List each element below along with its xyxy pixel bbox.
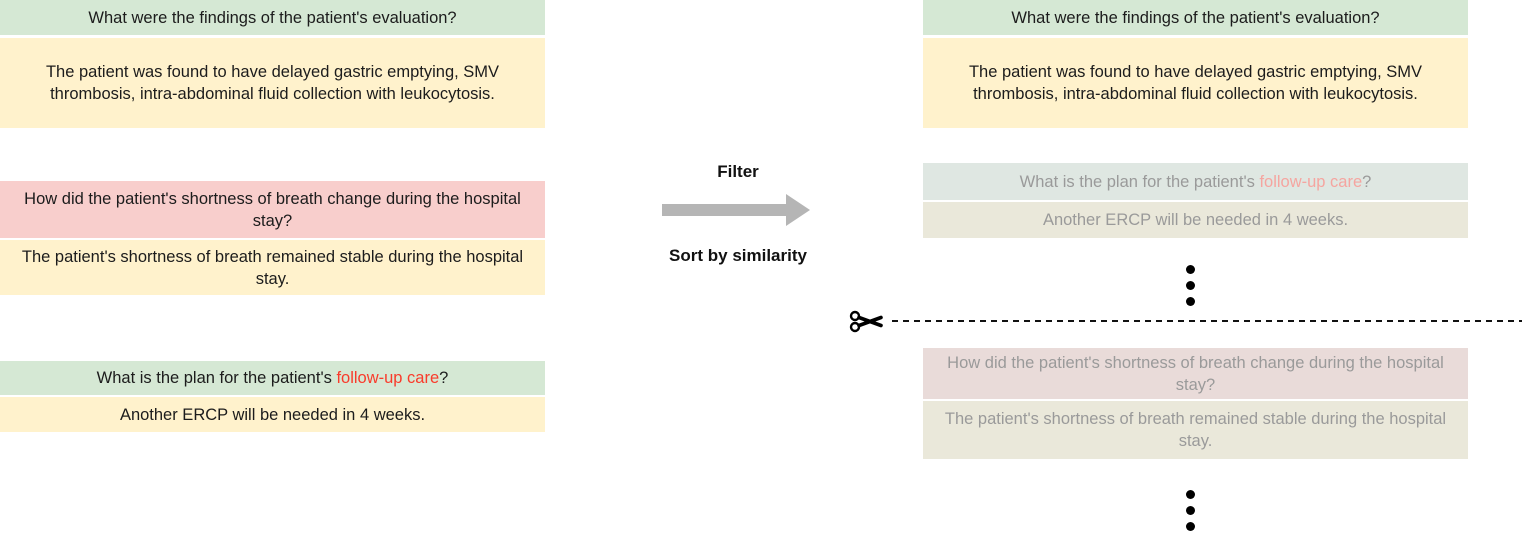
question-box-breath-faded: How did the patient's shortness of breat… [923, 348, 1468, 399]
question-text: What is the plan for the patient's follo… [97, 367, 449, 389]
question-text: What were the findings of the patient's … [1011, 8, 1380, 27]
answer-box-followup: Another ERCP will be needed in 4 weeks. [0, 397, 545, 432]
vertical-ellipsis-icon [1186, 265, 1195, 306]
question-text: What were the findings of the patient's … [88, 8, 457, 27]
sort-by-similarity-label: Sort by similarity [669, 246, 807, 265]
cut-dashed-line [892, 320, 1522, 322]
question-suffix: ? [1362, 172, 1372, 191]
question-prefix: What is the plan for the patient's [1019, 172, 1260, 191]
answer-text: The patient's shortness of breath remain… [21, 247, 524, 288]
right-arrow-icon [662, 204, 788, 216]
answer-text: The patient's shortness of breath remain… [944, 410, 1447, 450]
answer-text: Another ERCP will be needed in 4 weeks. [119, 405, 426, 424]
right-arrow-head-icon [786, 194, 810, 226]
answer-box-evaluation-kept: The patient was found to have delayed ga… [923, 38, 1468, 128]
question-box-evaluation-kept: What were the findings of the patient's … [923, 0, 1468, 35]
question-highlight: follow-up care [1259, 172, 1363, 191]
question-text: How did the patient's shortness of breat… [24, 189, 521, 230]
question-text: How did the patient's shortness of breat… [947, 353, 1444, 394]
answer-box-breath: The patient's shortness of breath remain… [0, 240, 545, 295]
answer-text: The patient was found to have delayed ga… [45, 63, 500, 103]
answer-box-breath-faded: The patient's shortness of breath remain… [923, 401, 1468, 459]
answer-box-followup-faded: Another ERCP will be needed in 4 weeks. [923, 202, 1468, 238]
question-box-evaluation: What were the findings of the patient's … [0, 0, 545, 35]
answer-text: The patient was found to have delayed ga… [968, 63, 1423, 103]
answer-text: Another ERCP will be needed in 4 weeks. [1042, 211, 1349, 229]
scissors-icon [849, 310, 883, 333]
question-box-followup-faded: What is the plan for the patient's follo… [923, 163, 1468, 200]
question-suffix: ? [439, 369, 449, 387]
question-prefix: What is the plan for the patient's [96, 369, 337, 387]
filter-label: Filter [717, 162, 759, 181]
vertical-ellipsis-icon [1186, 490, 1195, 531]
question-box-followup: What is the plan for the patient's follo… [0, 361, 545, 395]
question-highlight: follow-up care [336, 369, 440, 387]
answer-box-evaluation: The patient was found to have delayed ga… [0, 38, 545, 128]
question-text: What is the plan for the patient's follo… [1020, 171, 1372, 193]
question-box-breath: How did the patient's shortness of breat… [0, 181, 545, 238]
